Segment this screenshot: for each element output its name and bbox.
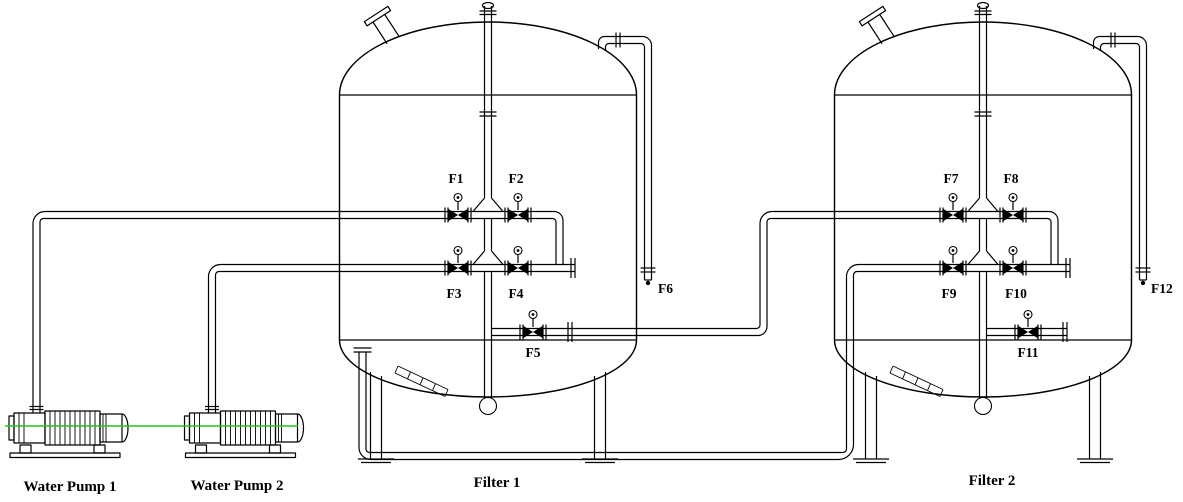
valve-tag-f5: F5 (526, 345, 541, 360)
valve-tag-f9: F9 (942, 286, 957, 301)
valve-tag-f7: F7 (944, 171, 959, 186)
valve-tag-f10: F10 (1005, 286, 1027, 301)
label-water-pump-2: Water Pump 2 (190, 478, 283, 494)
pipe-floor-run-to-filter2 (353, 263, 940, 461)
label-water-pump-1: Water Pump 1 (23, 479, 116, 495)
valve-tag-f1: F1 (449, 171, 464, 186)
label-filter-2: Filter 2 (969, 473, 1016, 489)
valve-tag-f3: F3 (447, 286, 462, 301)
pipe-pump1-to-filter1-inlet (32, 210, 443, 403)
label-filter-1: Filter 1 (474, 475, 521, 491)
valve-tag-f2: F2 (509, 171, 524, 186)
valve-tag-f11: F11 (1017, 345, 1038, 360)
valve-tag-f6: F6 (658, 281, 673, 296)
valve-tag-f12: F12 (1151, 281, 1173, 296)
pipe-filter1-to-filter2 (572, 210, 940, 337)
valve-tag-f8: F8 (1004, 171, 1019, 186)
valve-tag-f4: F4 (509, 286, 524, 301)
pipe-pump2-to-filter1-lower-manifold (207, 263, 443, 403)
